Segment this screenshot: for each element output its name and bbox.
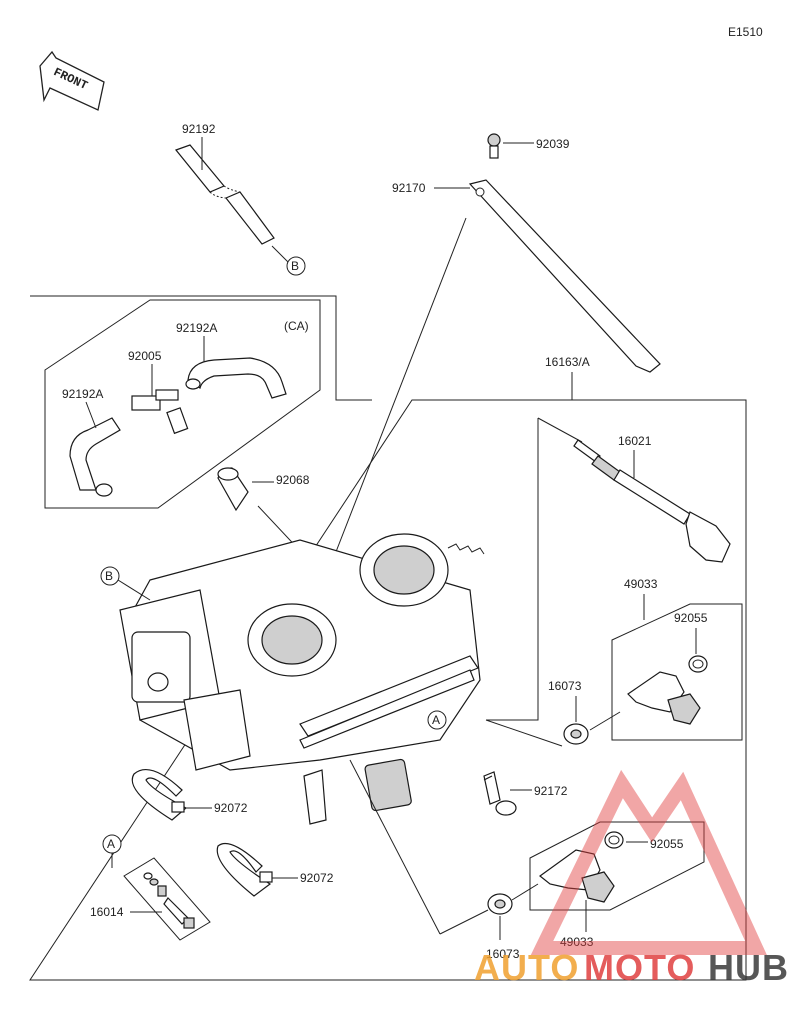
throttle-body-icon: [119, 533, 485, 825]
sensor-16021-icon: [573, 439, 731, 563]
diagram-code: E1510: [728, 25, 763, 39]
oring-92055-top-icon: [688, 655, 708, 673]
front-arrow-icon: FRONT: [39, 50, 105, 111]
oring-92055-bottom-icon: [604, 831, 624, 849]
ref-marker-b-top-label: B: [291, 259, 299, 273]
watermark-auto: AUTO: [474, 947, 579, 988]
label-92170: 92170: [392, 181, 426, 195]
label-16014: 16014: [90, 905, 124, 919]
label-16163a: 16163/A: [545, 355, 590, 369]
ref-marker-b-left-label: B: [105, 569, 113, 583]
screw-16014-icon: [143, 872, 195, 929]
variant-label: (CA): [284, 319, 309, 333]
watermark-logo: AUTO MOTO HUB: [474, 769, 789, 988]
label-92068: 92068: [276, 473, 310, 487]
ref-marker-a-main: [427, 710, 447, 730]
ref-marker-a-bottom-label: A: [107, 837, 115, 851]
label-92192a-left: 92192A: [62, 387, 103, 401]
label-92192a-right: 92192A: [176, 321, 217, 335]
cap-92068-icon: [217, 467, 249, 512]
stay-92170-icon: [468, 179, 661, 373]
joint-92005-icon: [131, 389, 189, 435]
ref-marker-b-left: [100, 566, 120, 586]
hose-92192a-left-icon: [69, 417, 121, 497]
band-92072-b-icon: [216, 842, 273, 897]
label-92072-a: 92072: [214, 801, 248, 815]
watermark-hub: HUB: [708, 947, 789, 988]
label-92039: 92039: [536, 137, 570, 151]
seal-16073-top-icon: [563, 723, 589, 745]
label-92192: 92192: [182, 122, 216, 136]
label-92072-b: 92072: [300, 871, 334, 885]
injector-49033-bottom-icon: [539, 849, 615, 903]
band-92072-a-icon: [131, 769, 188, 821]
hose-92192-icon: [175, 144, 275, 245]
watermark-moto: MOTO: [584, 947, 695, 988]
ref-marker-a-main-label: A: [432, 713, 440, 727]
label-49033-top: 49033: [624, 577, 658, 591]
label-92005: 92005: [128, 349, 162, 363]
label-49033-bottom: 49033: [560, 935, 594, 949]
label-16073-top: 16073: [548, 679, 582, 693]
label-92055-top: 92055: [674, 611, 708, 625]
bolt-92039-icon: [487, 133, 501, 159]
hose-92192a-right-icon: [185, 357, 287, 399]
ref-marker-b-top: [286, 256, 306, 276]
label-16021: 16021: [618, 434, 652, 448]
bolt-92172-icon: [483, 771, 517, 816]
label-92055-bottom: 92055: [650, 837, 684, 851]
seal-16073-bottom-icon: [487, 893, 513, 915]
label-92172: 92172: [534, 784, 568, 798]
label-16073-bottom: 16073: [486, 947, 520, 961]
injector-49033-top-icon: [627, 671, 701, 725]
